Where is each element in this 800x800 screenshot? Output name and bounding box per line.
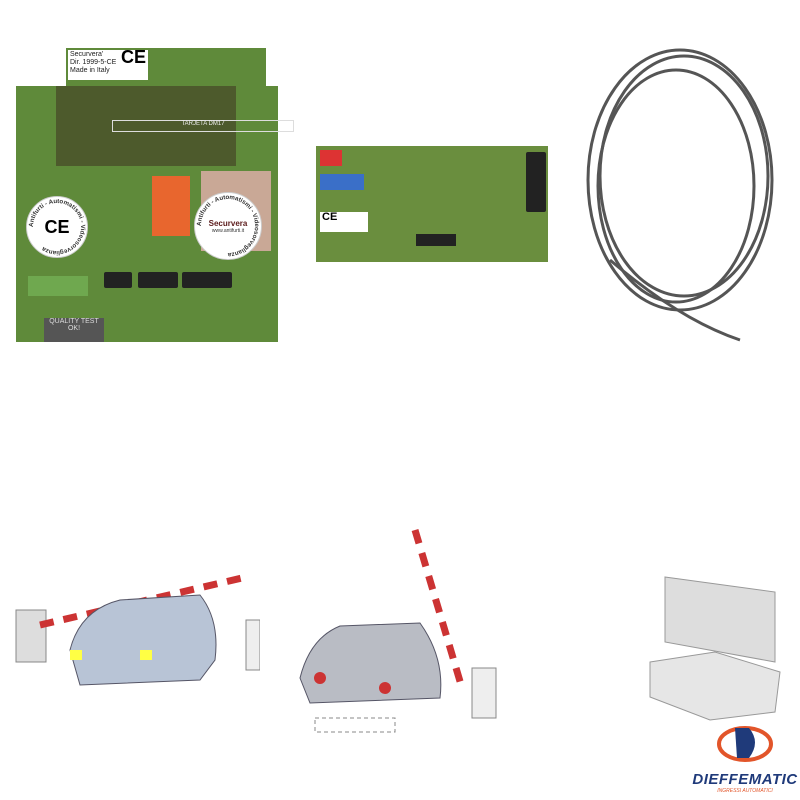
ce-mark: CE <box>120 47 146 67</box>
junction-box <box>649 576 781 721</box>
logo-tagline: INGRESSI AUTOMATICI <box>717 788 773 794</box>
quality-test-label: QUALITY TEST OK! <box>44 318 104 342</box>
quality-text: QUALITY TEST <box>49 318 99 325</box>
sticker-url: www.antifurti.it <box>211 227 245 234</box>
barrier-car-rear-illustration <box>299 529 497 733</box>
dieffematic-logo: DIEFFEMATIC INGRESSI AUTOMATICI <box>690 722 800 800</box>
quality-ok: OK! <box>67 325 81 332</box>
barrier-car-front-illustration <box>15 574 260 686</box>
receiver-board-small: CE <box>316 146 548 262</box>
sticker-ce: Antifurti - Automatismi - Videosorveglia… <box>26 196 88 258</box>
loop-cable-coil <box>586 48 774 342</box>
sticker-securvera: Antifurti - Automatismi - Videosorveglia… <box>194 192 262 260</box>
silkscreen-label: TARJETA DM17 <box>112 120 294 132</box>
label-line: Securvera' <box>70 51 104 58</box>
logo-name: DIEFFEMATIC <box>692 771 798 788</box>
label-line: Made in Italy <box>70 67 110 74</box>
ce-label: Securvera' Dir. 1999-5-CE Made in Italy … <box>68 47 148 80</box>
logo-emblem-icon <box>717 726 773 762</box>
ce-mark: CE <box>44 216 70 237</box>
ce-mark: CE <box>322 211 338 223</box>
label-line: Dir. 1999-5-CE <box>70 59 117 66</box>
sticker-brand: Securvera <box>208 218 248 228</box>
